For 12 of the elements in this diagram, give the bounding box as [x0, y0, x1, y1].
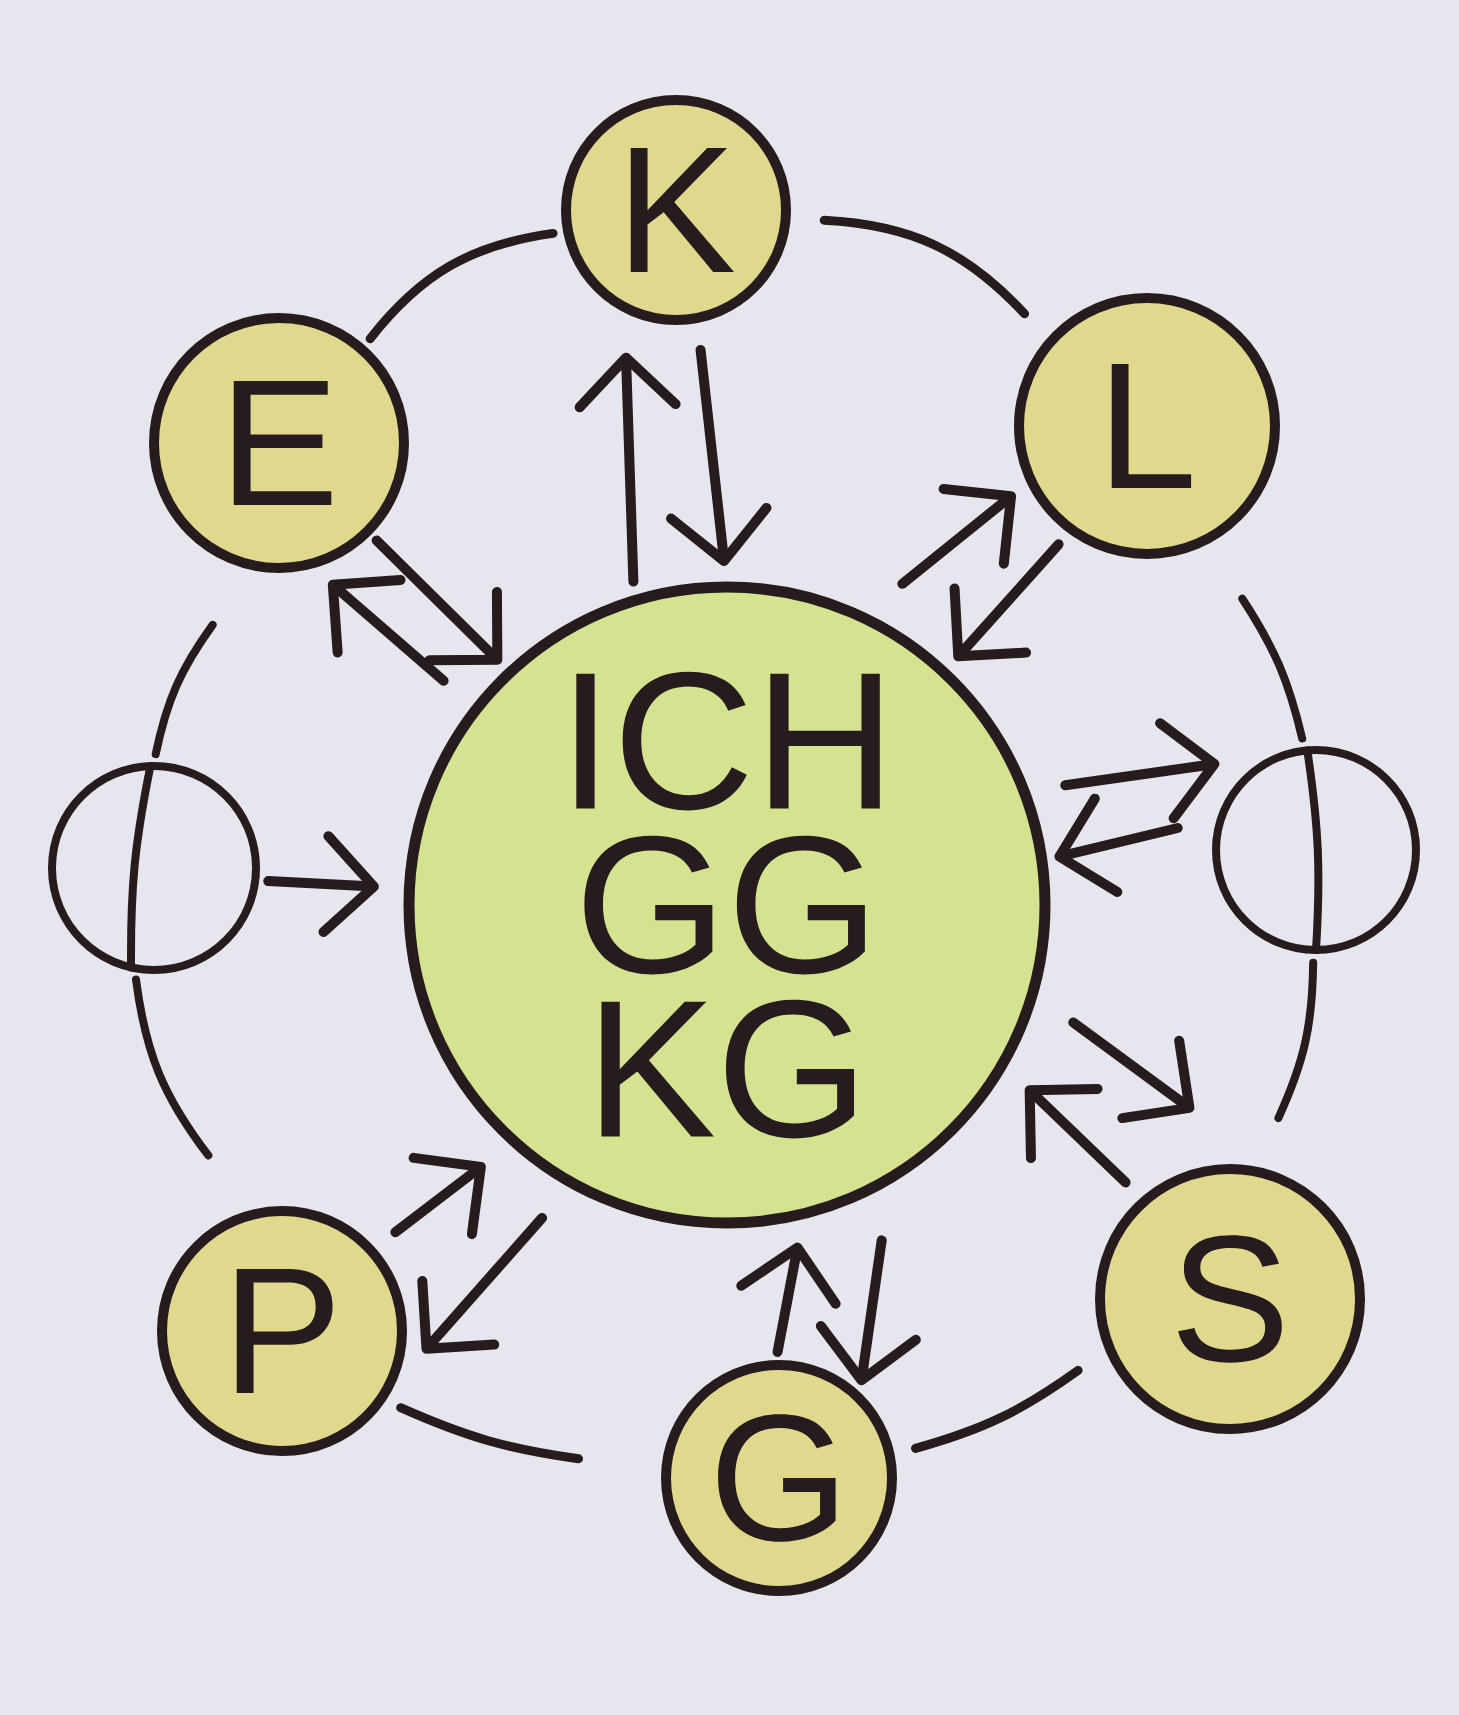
connecting-line [151, 620, 217, 759]
empty-circle [48, 762, 260, 974]
arrow [574, 352, 681, 587]
connecting-line [132, 975, 213, 1160]
empty-circle [1212, 746, 1420, 954]
connecting-line [1274, 958, 1318, 1123]
arrow [666, 345, 772, 566]
connecting-line [911, 1365, 1083, 1453]
connecting-line [365, 228, 558, 344]
connecting-line [1238, 594, 1307, 743]
connecting-line [819, 215, 1030, 319]
connecting-line [396, 1403, 583, 1464]
